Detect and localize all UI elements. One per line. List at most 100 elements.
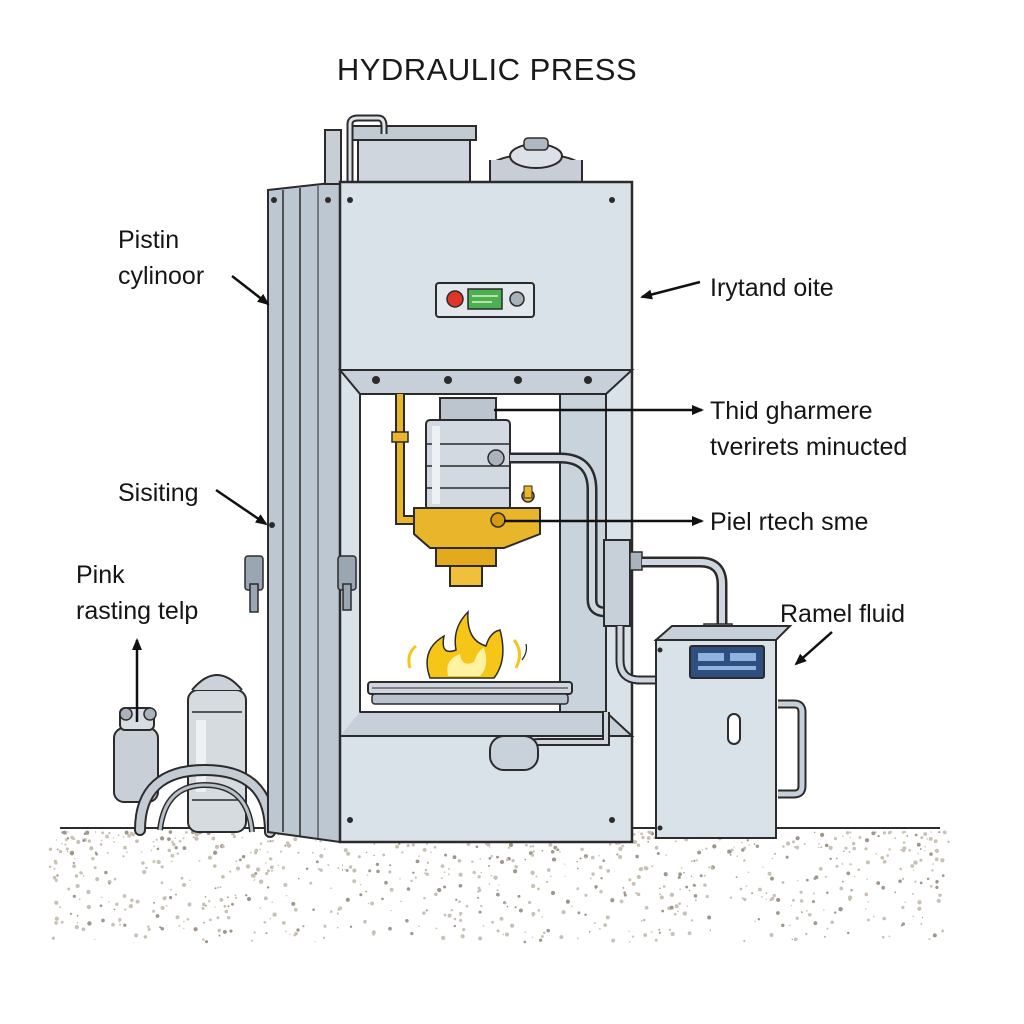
gravel-dot xyxy=(165,904,168,907)
gravel-dot xyxy=(244,894,248,897)
gravel-dot xyxy=(426,861,430,865)
gravel-dot xyxy=(767,871,772,876)
gravel-dot xyxy=(930,831,932,833)
gravel-dot xyxy=(345,869,349,872)
gravel-dot xyxy=(636,874,641,880)
gravel-dot xyxy=(122,855,125,858)
gravel-dot xyxy=(58,849,63,854)
gravel-dot xyxy=(509,923,515,928)
gravel-dot xyxy=(593,922,596,925)
gravel-dot xyxy=(406,844,410,848)
gravel-dot xyxy=(499,916,504,921)
gravel-dot xyxy=(100,839,103,842)
gravel-dot xyxy=(703,883,707,887)
gravel-dot xyxy=(496,929,500,933)
gravel-dot xyxy=(89,846,94,851)
gravel-dot xyxy=(693,894,698,898)
gravel-dot xyxy=(765,892,768,894)
gravel-dot xyxy=(621,844,625,848)
gravel-dot xyxy=(535,875,538,878)
gravel-dot xyxy=(793,937,798,942)
gravel-dot xyxy=(283,882,288,888)
gravel-dot xyxy=(506,858,509,862)
gravel-dot xyxy=(55,839,58,841)
gravel-dot xyxy=(266,886,270,889)
gravel-dot xyxy=(405,918,409,923)
gravel-dot xyxy=(584,893,588,897)
gravel-dot xyxy=(266,869,270,873)
gravel-dot xyxy=(789,924,791,927)
gravel-dot xyxy=(472,870,476,875)
gravel-dot xyxy=(938,893,942,897)
gravel-dot xyxy=(622,886,625,889)
gravel-dot xyxy=(708,866,711,869)
annotation-arrows xyxy=(132,275,833,722)
gravel-dot xyxy=(701,849,704,851)
gravel-dot xyxy=(641,835,645,840)
gravel-dot xyxy=(824,843,829,848)
gravel-dot xyxy=(781,880,785,884)
gravel-dot xyxy=(359,883,362,886)
gravel-dot xyxy=(529,845,532,848)
arrow-piston-cylinder xyxy=(231,275,270,306)
gravel-dot xyxy=(359,893,363,897)
gravel-dot xyxy=(556,848,560,852)
arrow-hydraulic-side xyxy=(640,280,701,300)
label-pipe-tech-text: Piel rtech sme xyxy=(710,508,869,536)
gravel-dot xyxy=(576,937,579,940)
gravel-dot xyxy=(546,868,551,872)
gravel-dot xyxy=(839,886,844,891)
gravel-dot xyxy=(182,837,185,840)
gravel-dot xyxy=(61,842,63,845)
gravel-dot xyxy=(710,865,713,868)
gravel-dot xyxy=(518,908,523,913)
gravel-dot xyxy=(344,868,346,871)
gravel-dot xyxy=(448,873,450,875)
gravel-dot xyxy=(541,849,544,852)
gravel-dot xyxy=(703,874,706,877)
gravel-dot xyxy=(795,845,800,850)
gravel-dot xyxy=(917,852,919,855)
label-piston-cylinder: Pistin cylinoor xyxy=(118,222,204,294)
gravel-dot xyxy=(488,883,491,885)
gravel-dot xyxy=(803,843,806,846)
gravel-dot xyxy=(477,875,481,879)
gravel-dot xyxy=(550,875,552,878)
gravel-dot xyxy=(506,905,509,908)
gravel-dot xyxy=(219,897,224,902)
gravel-dot xyxy=(218,934,221,937)
gravel-dot xyxy=(160,926,165,931)
gravel-dot xyxy=(293,907,298,912)
gravel-dot xyxy=(741,848,745,852)
gravel-dot xyxy=(183,920,185,923)
gravel-dot xyxy=(820,846,823,848)
control-panel-icon xyxy=(435,282,535,318)
gravel-dot xyxy=(548,842,553,847)
gravel-dot xyxy=(475,845,479,849)
gravel-dot xyxy=(327,864,330,867)
gravel-dot xyxy=(761,895,763,898)
gravel-dot xyxy=(258,879,264,884)
gravel-dot xyxy=(389,887,394,892)
gravel-dot xyxy=(942,830,947,835)
gravel-dot xyxy=(712,844,717,849)
gravel-dot xyxy=(170,853,175,858)
gravel-dot xyxy=(198,859,201,862)
gravel-dot xyxy=(363,919,367,924)
gravel-dot xyxy=(490,855,493,858)
gravel-dot xyxy=(669,905,674,910)
gravel-dot xyxy=(678,872,682,877)
gravel-dot xyxy=(123,923,127,927)
gravel-dot xyxy=(829,857,832,861)
gravel-dot xyxy=(894,891,897,894)
gravel-dot xyxy=(54,921,58,925)
gravel-dot xyxy=(490,874,493,877)
gravel-dot xyxy=(836,857,838,860)
gravel-dot xyxy=(160,881,164,884)
gravel-dot xyxy=(527,900,532,905)
gravel-dot xyxy=(880,855,885,860)
gravel-dot xyxy=(266,851,269,853)
gravel-dot xyxy=(118,921,121,923)
gravel-dot xyxy=(677,875,681,879)
gravel-dot xyxy=(390,909,392,912)
